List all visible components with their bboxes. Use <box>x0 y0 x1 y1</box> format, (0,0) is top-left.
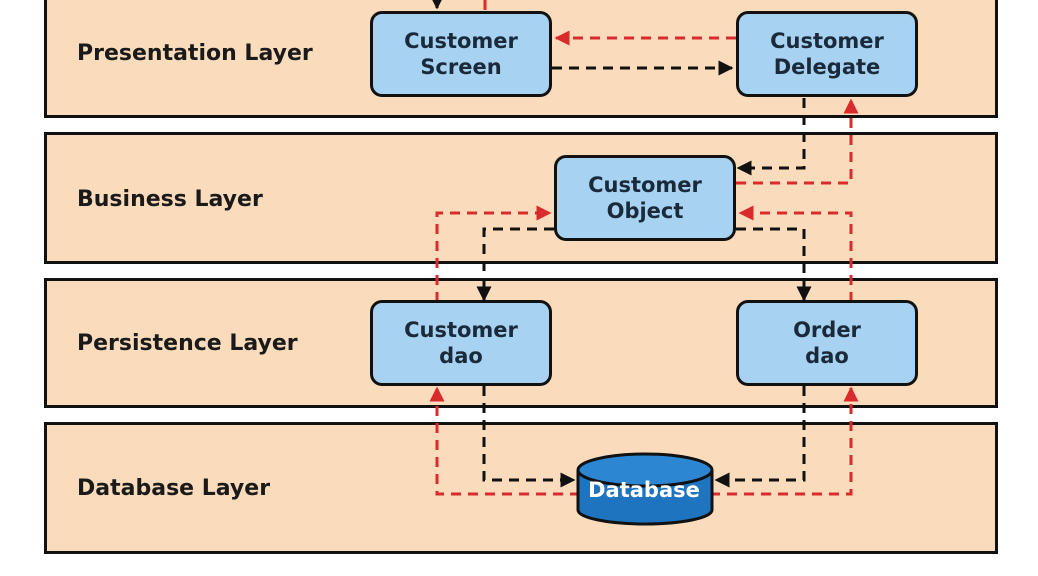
layer-label: Business Layer <box>77 187 263 212</box>
customer-dao-to-database-arrow <box>482 386 576 488</box>
box-label: Object <box>606 199 684 223</box>
layer-label: Persistence Layer <box>77 331 298 356</box>
order-dao-to-database-arrow <box>714 386 806 488</box>
customer-screen-box: Customer Screen <box>370 11 552 97</box>
box-label: Customer <box>404 29 518 53</box>
object-to-order-dao-arrow <box>736 227 812 302</box>
business-layer: Business Layer <box>44 132 998 264</box>
order-dao-to-object-arrow <box>738 205 853 302</box>
box-label: Delegate <box>773 55 881 79</box>
box-label: Screen <box>420 55 502 79</box>
box-label: Customer <box>404 318 518 342</box>
customer-object-box: Customer Object <box>554 155 736 241</box>
customer-dao-box: Customer dao <box>370 300 552 386</box>
delegate-to-object-arrow <box>736 98 806 176</box>
box-label: dao <box>805 344 849 368</box>
box-label: Customer <box>770 29 884 53</box>
layer-label: Database Layer <box>77 476 271 501</box>
object-to-customer-dao-arrow <box>476 227 554 302</box>
customer-delegate-box: Customer Delegate <box>736 11 918 97</box>
database-to-order-dao-arrow <box>710 386 859 496</box>
database-layer: Database Layer <box>44 422 998 554</box>
object-to-delegate-arrow <box>736 98 859 185</box>
box-label: Order <box>793 318 861 342</box>
customer-dao-to-object-arrow <box>435 205 552 302</box>
database-cylinder <box>576 452 714 526</box>
database-label: Database <box>588 478 700 502</box>
box-label: Customer <box>588 173 702 197</box>
layer-label: Presentation Layer <box>77 41 313 66</box>
box-label: dao <box>439 344 483 368</box>
database-to-customer-dao-arrow <box>429 386 580 496</box>
order-dao-box: Order dao <box>736 300 918 386</box>
